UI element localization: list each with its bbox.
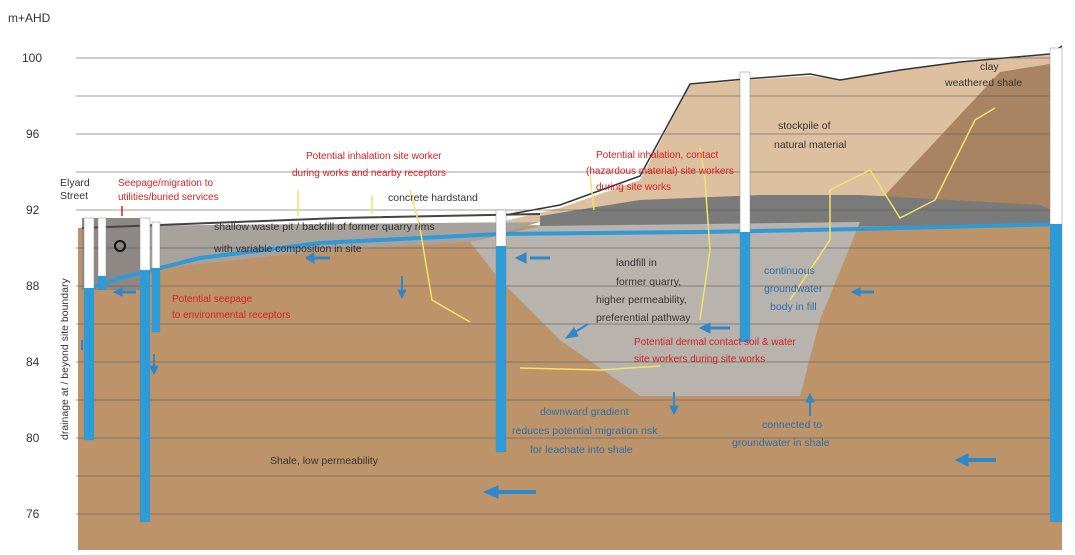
connected-label-line2: groundwater in shale bbox=[732, 437, 830, 449]
flow-arrow-3-head bbox=[698, 322, 711, 334]
risk-inhalation-contact-line3: during site works bbox=[596, 182, 671, 193]
elevation-lines bbox=[76, 57, 1062, 515]
risk-dermal-line1: Potential dermal contact soil & water bbox=[634, 337, 796, 348]
axis-tick: 84 bbox=[26, 355, 40, 369]
landfill-label-line4: preferential pathway bbox=[596, 312, 691, 324]
risk-inhalation-contact-line2: (hazardous material) site workers bbox=[586, 166, 734, 177]
flow-arrows bbox=[81, 252, 996, 499]
axis-tick: 96 bbox=[26, 127, 40, 141]
flow-arrow-10-head bbox=[669, 405, 679, 416]
downward-gradient-line1: downward gradient bbox=[540, 406, 629, 418]
monitoring-wells bbox=[83, 47, 1063, 523]
vapour-pathways bbox=[297, 107, 996, 371]
stockpile-label-line2: natural material bbox=[774, 139, 846, 151]
stockpile-label-line1: stockpile of bbox=[778, 120, 831, 132]
downward-gradient-line2: reduces potential migration risk bbox=[512, 425, 658, 437]
landfill-label-line1: landfill in bbox=[616, 257, 657, 269]
risk-inhalation-line2: during works and nearby receptors bbox=[292, 168, 446, 179]
shale-label: Shale, low permeability bbox=[270, 455, 379, 467]
flow-arrow-8-head bbox=[397, 289, 407, 300]
shallow-waste-label-line1: shallow waste pit / backfill of former q… bbox=[214, 221, 435, 233]
risk-inhalation-line1: Potential inhalation site worker bbox=[306, 151, 442, 162]
well-1-screen bbox=[84, 288, 94, 440]
connected-label-line1: connected to bbox=[762, 419, 822, 431]
flow-arrow-12-head bbox=[564, 327, 579, 339]
flow-arrow-6-head bbox=[954, 453, 969, 467]
axis-tick: 88 bbox=[26, 279, 40, 293]
well-6-screen bbox=[740, 232, 750, 342]
landfill-body bbox=[470, 222, 860, 396]
shallow-waste-label-line2: with variable composition in site bbox=[213, 243, 362, 255]
flow-arrow-9-head bbox=[149, 365, 159, 376]
axis-tick: 76 bbox=[26, 507, 40, 521]
weathered-shale-label: weathered shale bbox=[944, 77, 1022, 89]
risk-inhalation-contact-line1: Potential inhalation, contact bbox=[596, 150, 719, 161]
well-7-screen bbox=[1050, 224, 1062, 522]
weathered-shale-layer bbox=[860, 62, 1062, 222]
risk-seepage-utilities-line1: Seepage/migration to bbox=[118, 178, 214, 189]
landfill-label-line3: higher permeability, bbox=[596, 294, 687, 306]
axis-tick: 80 bbox=[26, 431, 40, 445]
groundwater-label-line2: groundwater bbox=[764, 283, 823, 295]
axis-tick: 92 bbox=[26, 203, 40, 217]
clay-label: clay bbox=[980, 61, 999, 73]
groundwater-label-line3: body in fill bbox=[770, 301, 817, 313]
well-2-screen bbox=[98, 276, 106, 290]
concrete-hardstand-label: concrete hardstand bbox=[388, 192, 478, 204]
risk-seepage-env-line1: Potential seepage bbox=[172, 294, 253, 305]
utility-service-icon bbox=[114, 240, 126, 252]
flow-arrow-7-head bbox=[482, 485, 499, 499]
well-4-screen bbox=[152, 268, 160, 332]
well-5-screen bbox=[496, 246, 506, 452]
side-drainage-label: drainage at / beyond site boundary bbox=[59, 278, 71, 440]
groundwater-table bbox=[83, 222, 1063, 292]
ground-surface-line bbox=[499, 45, 1063, 217]
axis-unit: m+AHD bbox=[8, 11, 51, 25]
street-label-line2: Street bbox=[60, 190, 88, 202]
stockpile-layer bbox=[500, 48, 1062, 222]
flow-arrow-2-head bbox=[514, 252, 527, 264]
downward-gradient-line3: for leachate into shale bbox=[530, 444, 633, 456]
groundwater-label-line1: continuous bbox=[764, 265, 815, 277]
risk-seepage-utilities-line2: utilities/buried services bbox=[118, 192, 219, 203]
flow-arrow-11-head bbox=[805, 392, 815, 403]
flow-arrow-4-head bbox=[850, 287, 861, 297]
flow-arrow-1-head bbox=[305, 252, 315, 264]
flow-arrow-5-head bbox=[112, 287, 123, 297]
street-label-line1: Elyard bbox=[60, 177, 90, 189]
landfill-label-line2: former quarry, bbox=[616, 276, 681, 288]
axis-tick: 100 bbox=[22, 51, 42, 65]
dark-fill-band bbox=[540, 195, 1062, 230]
risk-seepage-env-line2: to environmental receptors bbox=[172, 310, 290, 321]
concrete-hardstand-line bbox=[81, 213, 541, 229]
risk-dermal-line2: site workers during site works bbox=[634, 354, 765, 365]
well-3-screen bbox=[140, 270, 150, 522]
